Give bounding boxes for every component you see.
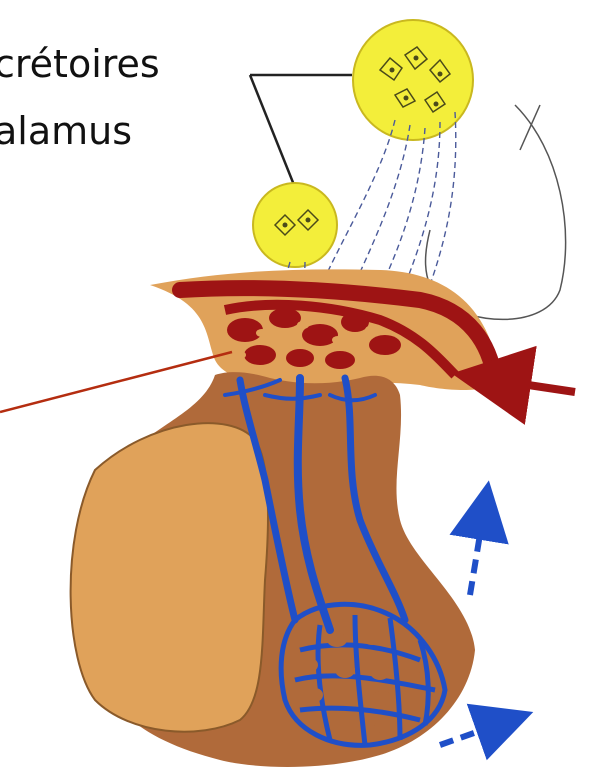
label-leader-lines: [250, 75, 352, 200]
ventricle-outline: [426, 105, 566, 319]
median-eminence: [150, 269, 500, 390]
arterial-inflow-arrow: [515, 383, 575, 392]
leader-line-lower: [250, 75, 300, 200]
neuron-cluster-lower: [253, 183, 337, 267]
neuron-cluster-upper: [353, 20, 473, 140]
ventricle-tip: [520, 105, 540, 150]
outflow-arrow-up: [470, 510, 484, 595]
anterior-lobe: [71, 423, 268, 732]
outflow-arrow-right: [440, 722, 505, 745]
